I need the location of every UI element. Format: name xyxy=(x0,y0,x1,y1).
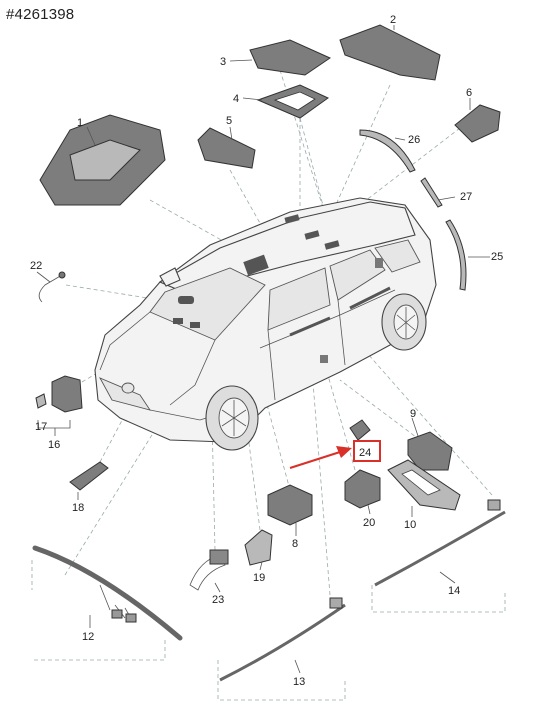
part-label-27: 27 xyxy=(460,191,472,203)
part-label-1: 1 xyxy=(77,117,83,129)
part-label-18: 18 xyxy=(72,502,84,514)
part-label-3: 3 xyxy=(220,56,226,68)
part-label-12: 12 xyxy=(82,631,94,643)
part-label-14: 14 xyxy=(448,585,460,597)
part-23-shape xyxy=(189,554,226,591)
highlight-callout xyxy=(289,440,381,470)
part-6-shape xyxy=(454,104,501,143)
highlight-box xyxy=(353,440,381,462)
part-13-shape xyxy=(219,603,346,682)
part-label-2: 2 xyxy=(390,14,396,26)
part-2-shape xyxy=(339,24,441,81)
part-3-shape xyxy=(249,39,332,76)
arrow-head-icon xyxy=(336,446,352,458)
part-25-shape xyxy=(445,219,467,291)
part-labels: 1 2 3 4 5 6 8 9 10 12 13 14 16 17 18 19 … xyxy=(30,14,503,688)
part-26-shape xyxy=(359,129,416,173)
part-27-shape xyxy=(420,177,443,208)
part-label-23: 23 xyxy=(212,594,224,606)
part-label-8: 8 xyxy=(292,538,298,550)
part-shapes xyxy=(32,24,506,682)
highlight-arrow-line xyxy=(289,450,341,470)
part-label-6: 6 xyxy=(466,87,472,99)
part-14-shape xyxy=(374,510,506,587)
part-5-shape xyxy=(197,127,256,169)
part-24-shape xyxy=(349,419,371,441)
part-label-24: 24 xyxy=(359,447,371,459)
part-9-shape xyxy=(407,431,453,471)
solid-leaders xyxy=(31,25,506,701)
part-17-shape xyxy=(35,393,47,409)
part-label-13: 13 xyxy=(293,676,305,688)
part-8-shape xyxy=(267,484,313,526)
part-12-shape xyxy=(32,545,183,641)
part-label-26: 26 xyxy=(408,134,420,146)
part-18-shape xyxy=(69,461,109,491)
part-22-shape xyxy=(38,274,63,303)
part-label-16: 16 xyxy=(48,439,60,451)
part-label-9: 9 xyxy=(410,408,416,420)
part-label-19: 19 xyxy=(253,572,265,584)
car-illustration xyxy=(94,197,437,451)
part-label-4: 4 xyxy=(233,93,239,105)
part-label-10: 10 xyxy=(404,519,416,531)
part-label-25: 25 xyxy=(491,251,503,263)
part-label-5: 5 xyxy=(226,115,232,127)
part-label-20: 20 xyxy=(363,517,375,529)
part-label-17: 17 xyxy=(35,421,47,433)
part-20-shape xyxy=(344,469,381,509)
reference-number: #4261398 xyxy=(6,6,75,23)
part-16-shape xyxy=(51,375,83,413)
part-label-22: 22 xyxy=(30,260,42,272)
part-19-shape xyxy=(244,529,273,566)
